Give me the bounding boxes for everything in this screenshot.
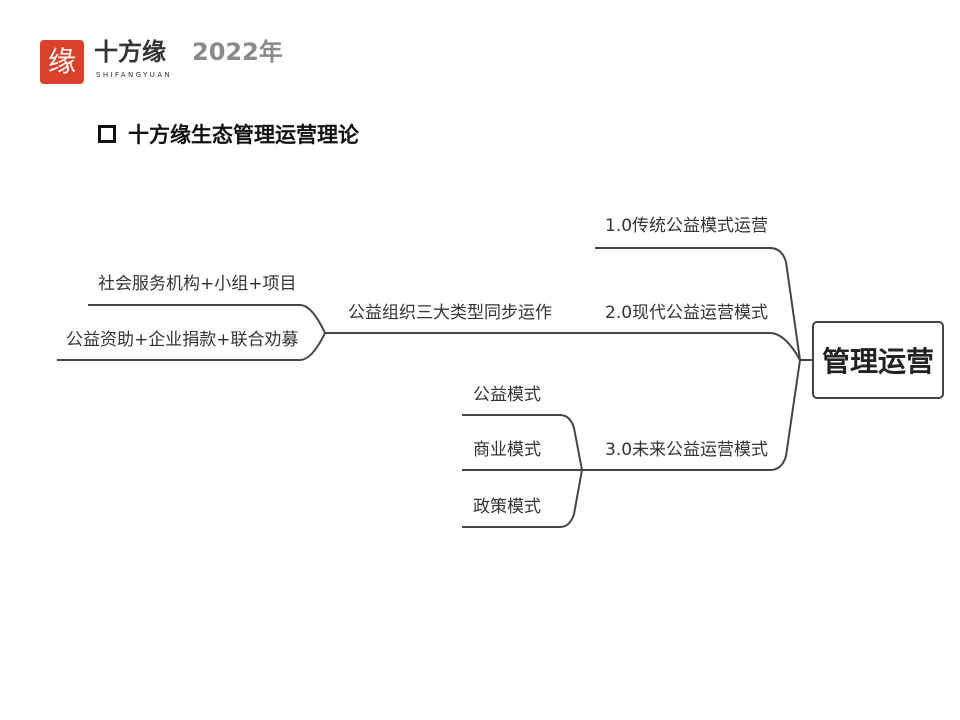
leaf-node-policy: 政策模式 [473, 497, 541, 517]
year-label: 2022年 [192, 38, 283, 66]
leaf-node-funding: 公益资助+企业捐款+联合劝募 [66, 330, 299, 350]
connector-left-1 [88, 304, 326, 334]
connector-sub-3 [462, 469, 583, 528]
slide-title-text: 十方缘生态管理运营理论 [128, 123, 359, 147]
brand-pinyin: SHIFANGYUAN [96, 71, 173, 79]
branch-node-3: 3.0未来公益运营模式 [605, 440, 769, 460]
leaf-node-public-welfare: 公益模式 [473, 385, 541, 405]
brand-name: 十方缘 [94, 38, 166, 66]
slide-title: 十方缘生态管理运营理论 [98, 122, 359, 148]
branch-node-2: 2.0现代公益运营模式 [605, 303, 769, 323]
connector-sub-1 [462, 414, 583, 471]
connector-branch-3 [582, 359, 801, 471]
square-bullet-icon [98, 125, 116, 143]
logo-seal: 缘 [40, 40, 84, 84]
sub-node-org-types: 公益组织三大类型同步运作 [348, 303, 552, 323]
leaf-node-business: 商业模式 [473, 440, 541, 460]
leaf-node-services: 社会服务机构+小组+项目 [98, 274, 297, 294]
connector-left-2 [57, 332, 326, 361]
connector-branch-1 [595, 247, 801, 361]
root-node: 管理运营 [812, 321, 944, 399]
connector-branch-2 [325, 332, 801, 361]
branch-node-1: 1.0传统公益模式运营 [605, 216, 769, 236]
